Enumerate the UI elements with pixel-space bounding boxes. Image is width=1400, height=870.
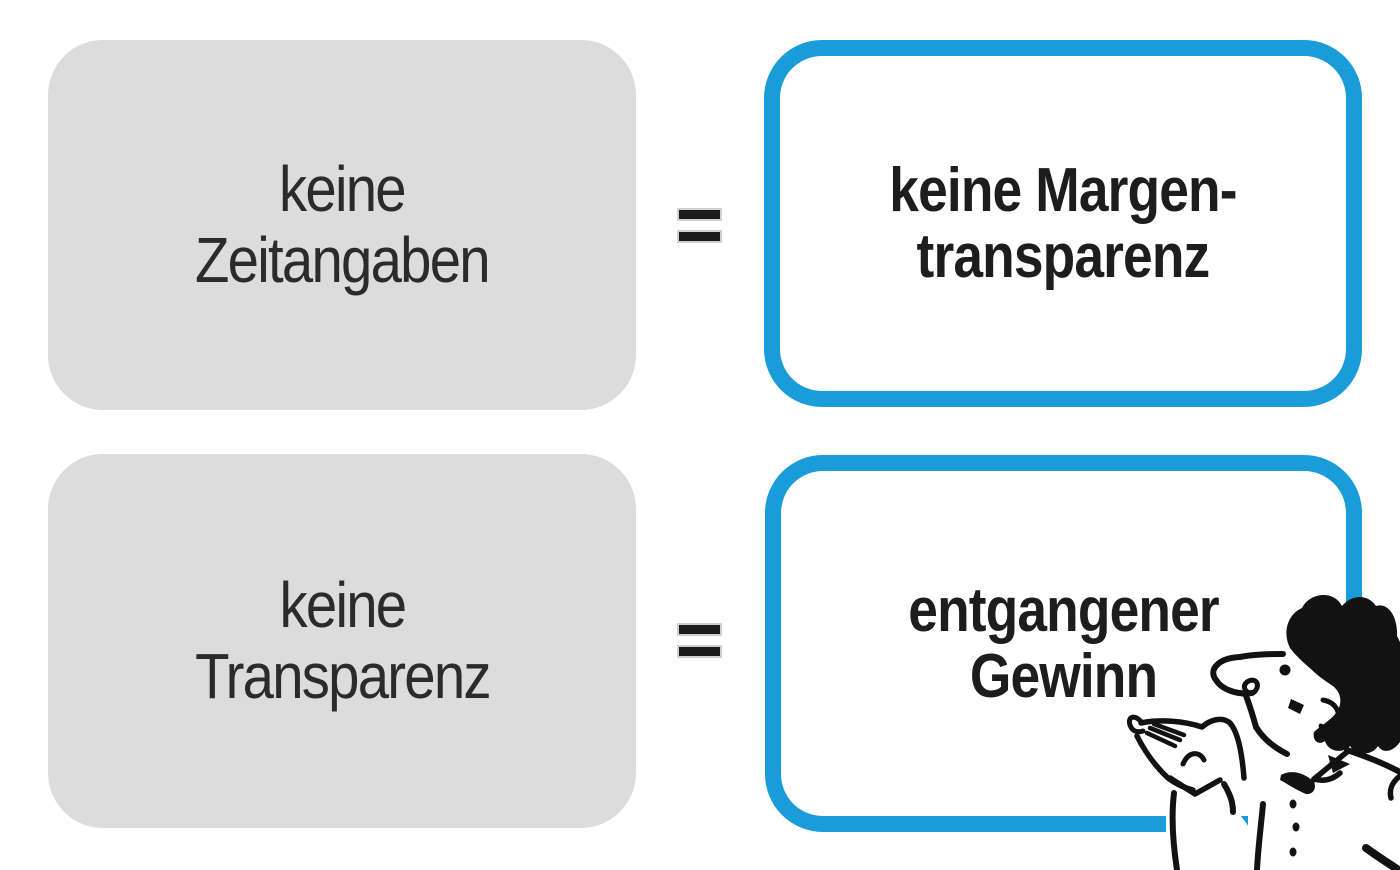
sleeve-right-line <box>1221 781 1236 815</box>
button-dot <box>1292 822 1300 832</box>
button-dot <box>1289 847 1297 857</box>
thumb-curl <box>1126 714 1146 735</box>
ear-curve <box>1318 697 1342 734</box>
equals-bar <box>677 208 722 221</box>
cause-box-2-line1: keine <box>279 569 407 641</box>
cheek-dash <box>1288 699 1304 714</box>
cause-box-2-label: keine Transparenz <box>194 569 491 712</box>
sleeve-left-line <box>1169 790 1180 870</box>
equals-sign-1 <box>677 208 722 243</box>
pondering-person-doodle-icon <box>1100 580 1400 870</box>
effect-box-1-line2: transparenz <box>916 221 1211 291</box>
equals-bar <box>677 230 722 243</box>
right-arm-stroke <box>1362 844 1400 870</box>
palm-crease <box>1180 751 1207 767</box>
cause-box-1-line1: keine <box>279 153 407 225</box>
effect-box-1-line1: keine Margen- <box>889 155 1237 225</box>
jaw-neck-line <box>1242 690 1290 757</box>
brow-nose-outline <box>1210 651 1286 697</box>
cause-box-1: keine Zeitangaben <box>48 40 636 410</box>
button-dot <box>1289 799 1297 809</box>
equals-sign-2 <box>677 623 722 658</box>
finger-line-3 <box>1151 721 1187 738</box>
effect-box-1-label: keine Margen- transparenz <box>889 155 1237 291</box>
curly-hair <box>1286 594 1400 754</box>
bow-knot <box>1280 772 1316 795</box>
equals-bar <box>677 645 722 658</box>
hand-top-edge <box>1138 716 1247 781</box>
cause-box-1-line2: Zeitangaben <box>195 224 491 296</box>
cause-box-2: keine Transparenz <box>48 454 636 828</box>
finger-line-2 <box>1144 730 1178 749</box>
effect-box-2-line2: Gewinn <box>969 641 1158 711</box>
shirt-front-line <box>1254 801 1266 870</box>
right-shoulder-arc <box>1387 773 1400 801</box>
shoulder-line <box>1344 747 1400 775</box>
bow-ribbon-end <box>1328 755 1350 773</box>
cause-box-1-label: keine Zeitangaben <box>195 153 491 296</box>
cuff-line <box>1167 775 1223 797</box>
cause-box-2-line2: Transparenz <box>194 640 491 712</box>
effect-box-2-line1: entgangener <box>908 575 1219 645</box>
effect-box-1: keine Margen- transparenz <box>764 40 1362 407</box>
equals-bar <box>677 623 722 636</box>
finger-line-1 <box>1147 725 1183 743</box>
eye-dot <box>1279 664 1291 676</box>
effect-box-2-label: entgangener Gewinn <box>908 575 1219 711</box>
